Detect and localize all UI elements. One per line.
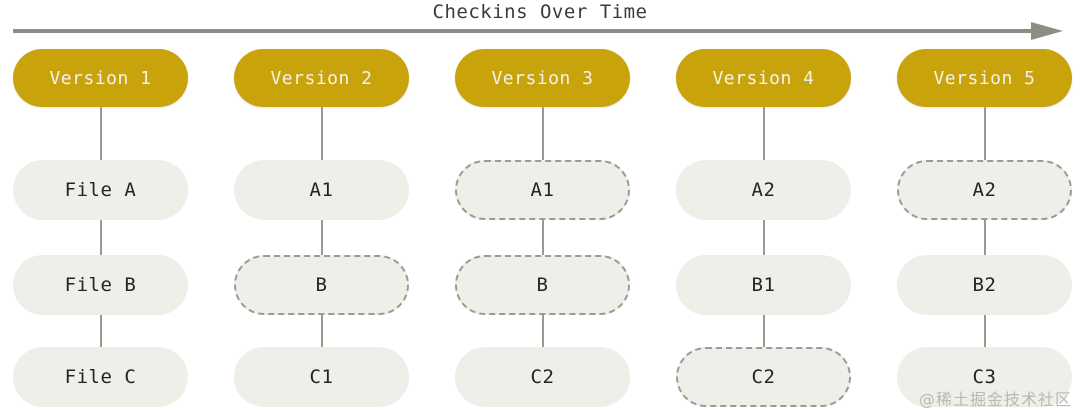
file-box[interactable]: A2 — [676, 160, 851, 220]
file-box[interactable]: B — [234, 255, 409, 315]
file-box-label: File C — [64, 366, 137, 388]
file-box[interactable]: B2 — [897, 255, 1072, 315]
file-box-label: A1 — [309, 179, 334, 201]
diagram-title: Checkins Over Time — [432, 1, 648, 23]
file-box-label: B — [315, 274, 328, 296]
connector-line — [897, 315, 1072, 347]
file-box-label: A1 — [530, 179, 555, 201]
connector-line — [455, 315, 630, 347]
connector-line — [897, 220, 1072, 255]
file-box[interactable]: File A — [13, 160, 188, 220]
connector-line — [13, 220, 188, 255]
file-box[interactable]: B — [455, 255, 630, 315]
file-box-label: B2 — [972, 274, 997, 296]
version-pill-label: Version 2 — [270, 67, 373, 89]
file-box[interactable]: File B — [13, 255, 188, 315]
connector-line — [897, 107, 1072, 160]
version-pill-label: Version 3 — [491, 67, 594, 89]
file-box[interactable]: B1 — [676, 255, 851, 315]
file-box-label: C3 — [972, 366, 997, 388]
file-box[interactable]: A2 — [897, 160, 1072, 220]
version-pill[interactable]: Version 4 — [676, 49, 851, 107]
watermark: @稀土掘金技术社区 — [918, 390, 1072, 409]
connector-line — [455, 107, 630, 160]
version-pill-label: Version 5 — [933, 67, 1036, 89]
file-box-label: A2 — [751, 179, 776, 201]
version-pill[interactable]: Version 5 — [897, 49, 1072, 107]
file-box-label: B — [536, 274, 549, 296]
version-pill[interactable]: Version 1 — [13, 49, 188, 107]
file-box-label: B1 — [751, 274, 776, 296]
file-box[interactable]: A1 — [455, 160, 630, 220]
version-pill-label: Version 1 — [49, 67, 152, 89]
file-box[interactable]: A1 — [234, 160, 409, 220]
file-box-label: A2 — [972, 179, 997, 201]
timeline-arrow-head-icon — [1031, 22, 1063, 40]
connector-line — [234, 107, 409, 160]
connector-line — [676, 220, 851, 255]
timeline-arrow-line — [13, 29, 1035, 33]
connector-line — [234, 315, 409, 347]
file-box-label: C2 — [530, 366, 555, 388]
version-column: Version 1 File A File B File C — [13, 49, 188, 407]
file-box[interactable]: File C — [13, 347, 188, 407]
file-box[interactable]: C3 — [897, 347, 1072, 407]
file-box-label: C2 — [751, 366, 776, 388]
version-pill-label: Version 4 — [712, 67, 815, 89]
file-box[interactable]: C1 — [234, 347, 409, 407]
connector-line — [676, 315, 851, 347]
file-box[interactable]: C2 — [455, 347, 630, 407]
connector-line — [234, 220, 409, 255]
file-box[interactable]: C2 — [676, 347, 851, 407]
version-pill[interactable]: Version 2 — [234, 49, 409, 107]
connector-line — [13, 315, 188, 347]
version-pill[interactable]: Version 3 — [455, 49, 630, 107]
file-box-label: File A — [64, 179, 137, 201]
file-box-label: C1 — [309, 366, 334, 388]
timeline-arrow — [13, 22, 1063, 40]
connector-line — [13, 107, 188, 160]
connector-line — [676, 107, 851, 160]
connector-line — [455, 220, 630, 255]
file-box-label: File B — [64, 274, 137, 296]
